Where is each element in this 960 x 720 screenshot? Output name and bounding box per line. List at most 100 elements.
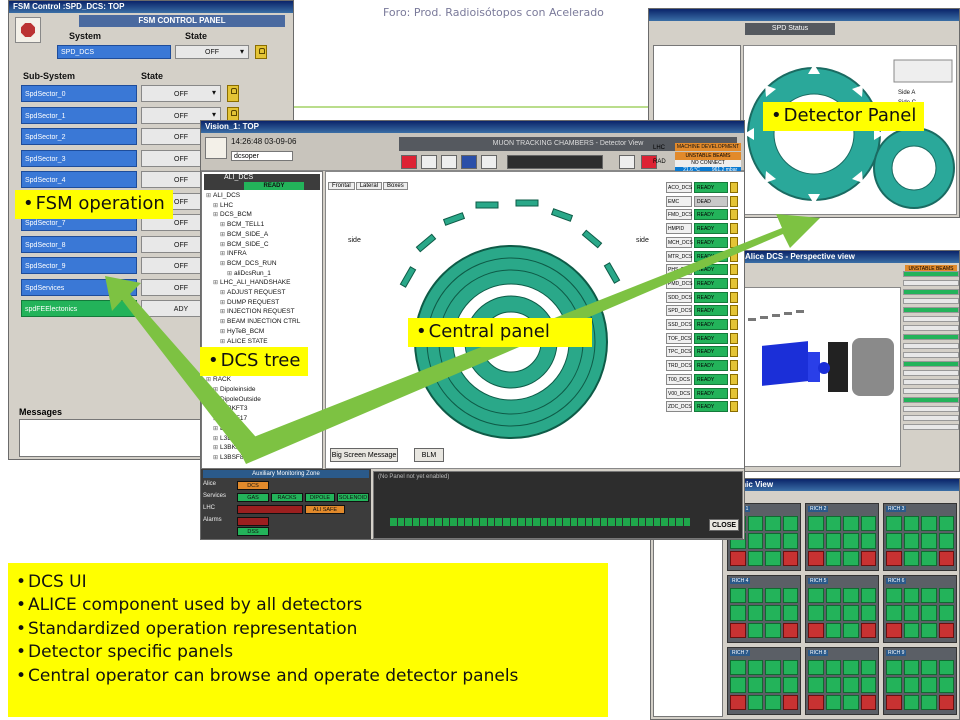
aux-ali-safe[interactable]: ALI SAFE [305, 505, 345, 514]
tree-node[interactable]: L3BKF4 [213, 444, 244, 451]
lock-icon[interactable] [730, 223, 738, 235]
alarm-icon-2[interactable] [641, 155, 657, 169]
subsystem-name-button[interactable]: SpdSector_9 [21, 257, 137, 274]
tree-node[interactable]: HyTeB_BCM [220, 328, 264, 335]
subsystem-name-button[interactable]: SpdSector_0 [21, 85, 137, 102]
aux-gas[interactable]: GAS [237, 493, 269, 502]
tree-node[interactable]: L3BKF4 [213, 425, 244, 432]
elog-icon[interactable] [461, 155, 477, 169]
blm-button[interactable]: BLM [414, 448, 444, 462]
tree-node[interactable]: DUMP REQUEST [220, 299, 279, 306]
lock-icon[interactable] [730, 401, 738, 413]
chevron-down-icon[interactable]: ▾ [239, 47, 244, 56]
tree-node[interactable]: BCM_SIDE_A [220, 231, 268, 238]
lock-icon[interactable] [730, 373, 738, 385]
document-icon[interactable] [421, 155, 437, 169]
aux-alarm-red[interactable] [237, 517, 269, 526]
tree-node[interactable]: BCM_SIDE_C [220, 241, 269, 248]
tree-node[interactable]: INFRA [220, 250, 247, 257]
lock-icon[interactable] [227, 85, 239, 102]
subsystem-name-button[interactable]: SpdSector_3 [21, 149, 137, 167]
lock-icon[interactable] [255, 45, 267, 59]
lock-icon[interactable] [730, 319, 738, 330]
lock-icon[interactable] [730, 277, 738, 289]
alarm-icon[interactable] [401, 155, 417, 169]
tree-node[interactable]: L3BKF17 [213, 415, 247, 422]
subsystem-name-button[interactable]: SpdSector_1 [21, 106, 137, 124]
aux-dcs[interactable]: DCS [237, 481, 269, 490]
chevron-down-icon[interactable]: ▾ [211, 88, 216, 97]
subsystem-name-button[interactable]: SpdSector_2 [21, 128, 137, 145]
tree-node[interactable]: L3BKF8 [213, 435, 244, 442]
user-field[interactable]: dcsoper [231, 151, 293, 161]
rich-module[interactable]: RICH 8 [805, 647, 879, 715]
tab-lateral[interactable]: Lateral [355, 182, 383, 190]
alice-3d-view[interactable] [741, 287, 901, 467]
subsystem-name-button[interactable]: SpdServices [21, 278, 137, 296]
hmpid-tree-panel[interactable] [653, 519, 723, 717]
lock-icon[interactable] [730, 291, 738, 303]
tab-boxes[interactable]: Boxes [383, 182, 408, 190]
tree-node[interactable]: DCS_BCM [213, 211, 252, 218]
lock-icon[interactable] [730, 236, 738, 248]
tree-node[interactable]: ALICE STATE [220, 338, 268, 345]
lock-icon[interactable] [730, 387, 738, 399]
lock-icon[interactable] [730, 250, 738, 262]
tree-node[interactable]: LHC_ALI_HANDSHAKE [213, 279, 290, 286]
info-icon[interactable] [619, 155, 635, 169]
tree-node[interactable]: L3BSF8 [213, 454, 244, 461]
tree-node[interactable]: DipoleOutside [213, 396, 261, 403]
tree-node[interactable]: aliDcsRun_1 [227, 270, 271, 277]
system-state-select[interactable]: OFF [175, 45, 249, 59]
lock-icon[interactable] [730, 195, 738, 207]
tree-node[interactable]: ALI_DCS [206, 192, 240, 199]
clock-icon[interactable] [441, 155, 457, 169]
tree-node[interactable]: RACK [206, 376, 231, 383]
rich-module[interactable]: RICH 6 [883, 575, 957, 643]
lock-icon[interactable] [730, 360, 738, 372]
tree-node[interactable]: BEAM INJECTION CTRL [220, 318, 300, 325]
lock-icon[interactable] [730, 264, 738, 276]
rich-module[interactable]: RICH 7 [727, 647, 801, 715]
subsystem-state-select[interactable]: OFF [141, 106, 221, 124]
close-button[interactable]: CLOSE [709, 519, 739, 531]
tree-node[interactable]: INJECTION REQUEST [220, 308, 295, 315]
aux-lhc-state[interactable] [237, 505, 303, 514]
system-name-button[interactable]: SPD_DCS [57, 45, 171, 59]
rich-module[interactable]: RICH 3 [883, 503, 957, 571]
lock-icon[interactable] [730, 182, 738, 193]
rich-module[interactable]: RICH 4 [727, 575, 801, 643]
aux-dipole[interactable]: DIPOLE [305, 493, 335, 502]
lock-icon[interactable] [730, 346, 738, 358]
tree-node[interactable]: L3BKFT3 [213, 405, 247, 412]
big-screen-message-button[interactable]: Big Screen Message [330, 448, 398, 462]
tree-node[interactable]: BCM_DCS_RUN [220, 260, 276, 267]
tree-node[interactable]: LHC [213, 202, 233, 209]
rich-module[interactable]: RICH 9 [883, 647, 957, 715]
chevron-down-icon[interactable]: ▾ [211, 109, 216, 119]
lock-icon[interactable] [730, 209, 738, 221]
lock-icon[interactable] [730, 305, 738, 317]
rich-module[interactable]: RICH 5 [805, 575, 879, 643]
subsystem-name-button[interactable]: spdFEElectonics [21, 300, 137, 317]
aux-dss[interactable]: DSS [237, 527, 269, 536]
subsystem-name-button[interactable]: SpdSector_8 [21, 235, 137, 253]
dcs-tree-panel[interactable]: ALI_DCS READY ALI_DCSLHCDCS_BCMBCM_TELL1… [201, 171, 323, 469]
tree-node[interactable]: ADJUST REQUEST [220, 289, 285, 296]
subsystem-state-select[interactable]: OFF [141, 85, 221, 102]
subsystem-name-button[interactable]: SpdSector_4 [21, 171, 137, 188]
